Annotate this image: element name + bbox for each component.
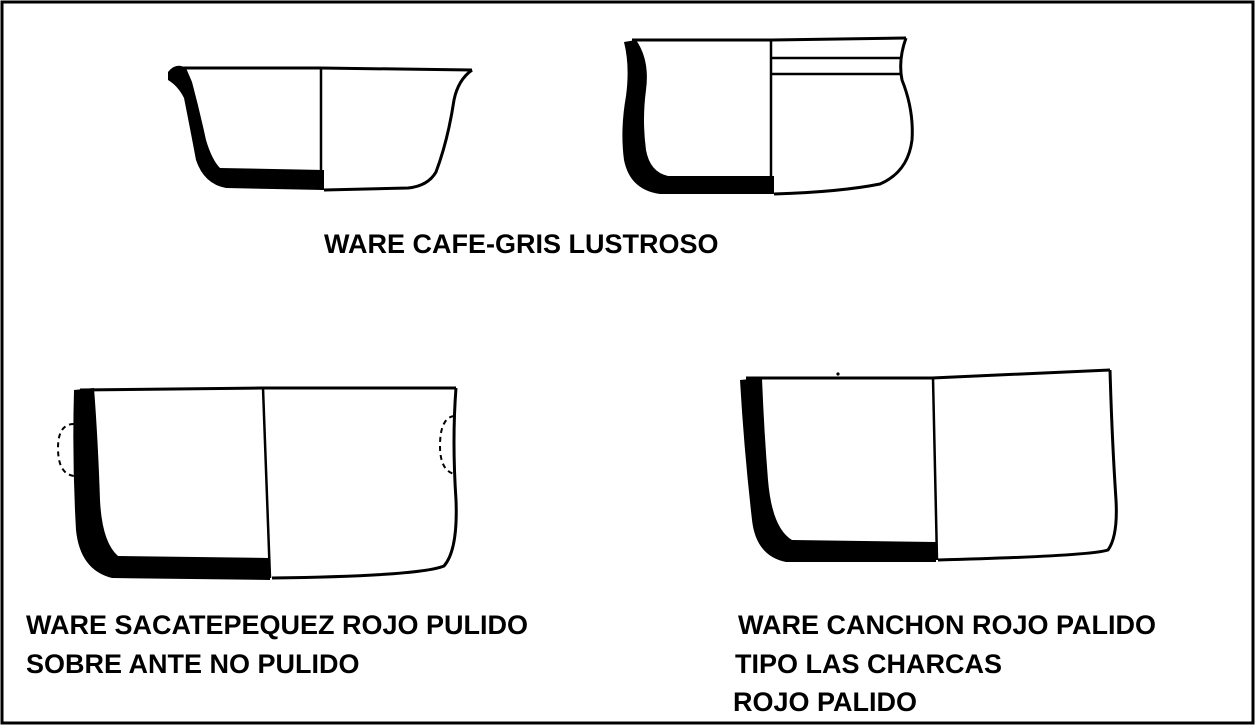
vessel-1-section	[168, 65, 324, 190]
vessel-3-exterior	[271, 387, 458, 580]
vessel-3-section	[73, 388, 270, 580]
caption-canchon-line3: ROJO PALIDO	[733, 687, 918, 717]
vessel-1-rim	[176, 66, 473, 72]
vessel-2-jar	[622, 36, 914, 196]
caption-canchon-line1: WARE CANCHON ROJO PALIDO	[738, 610, 1157, 640]
vessel-4-rim	[746, 368, 1111, 380]
vessel-3-lug-left	[56, 423, 75, 477]
vessel-3-axis	[261, 387, 272, 579]
vessel-4-exterior	[937, 369, 1118, 562]
vessel-4-section	[740, 378, 936, 562]
vessel-4-axis	[931, 377, 939, 561]
caption-sacatepequez-line1: WARE SACATEPEQUEZ ROJO PULIDO	[26, 610, 529, 640]
vessel-1-bowl	[168, 65, 473, 192]
vessel-4-bowl	[740, 368, 1118, 562]
caption-canchon-line2: TIPO LAS CHARCAS	[735, 649, 1003, 679]
vessel-1-exterior	[323, 68, 473, 192]
vessel-3-rim	[79, 386, 456, 392]
vessel-3-bowl	[56, 386, 458, 580]
vessel-3-lug-right	[438, 415, 455, 475]
caption-ware-cafe-gris: WARE CAFE-GRIS LUSTROSO	[324, 229, 719, 259]
stray-mark	[836, 372, 840, 376]
vessel-2-exterior	[773, 37, 914, 196]
caption-sacatepequez-line2: SOBRE ANTE NO PULIDO	[26, 649, 360, 679]
vessel-2-section	[622, 40, 774, 194]
vessel-2-rim	[632, 36, 907, 42]
